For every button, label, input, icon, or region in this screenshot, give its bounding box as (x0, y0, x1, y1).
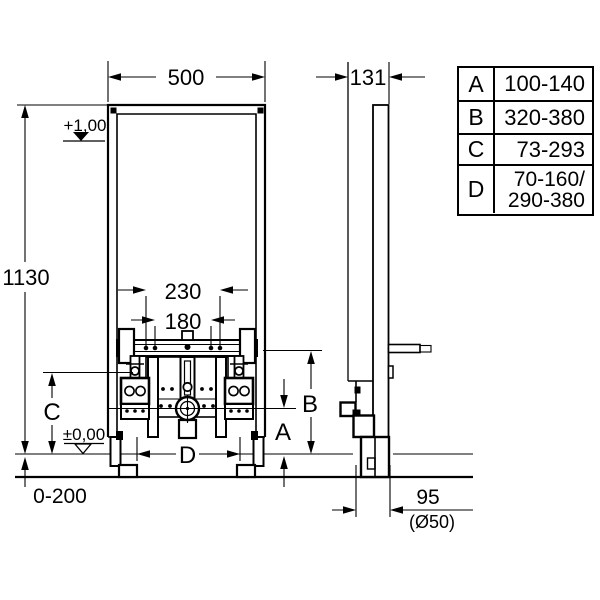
dimensions: 500 131 1130 230 180 C (2, 61, 473, 532)
table-value-d-line2: 290-380 (507, 188, 585, 212)
dim-C-label: C (43, 399, 60, 426)
dim-D-label: D (179, 442, 196, 469)
corner-bolt-left (110, 107, 117, 114)
side-foot-notch (366, 457, 376, 470)
corner-bolt-right (257, 107, 264, 114)
side-view (339, 62, 432, 479)
frame-inner (116, 113, 257, 437)
level-zero-label: ±0,00 (63, 425, 105, 444)
water-connection-box (339, 401, 357, 418)
wall-rail-end (419, 344, 432, 353)
level-triangle-open (73, 443, 93, 455)
drain-outlet-center (185, 406, 190, 411)
water-connection-plug (352, 409, 361, 418)
arrowheads (343, 506, 403, 514)
outlet-offset-label: 95 (416, 486, 439, 509)
crossbar-endcap-right (238, 327, 257, 365)
bracket-right (223, 355, 255, 420)
table-value-a: 100-140 (495, 68, 592, 102)
level-triangle-filled (73, 132, 89, 141)
table-value-b: 320-380 (495, 102, 592, 135)
leg-clamp-right (251, 431, 258, 440)
side-post (372, 104, 390, 438)
drain-outlet-inner (179, 400, 196, 417)
level-zero: ±0,00 (63, 425, 105, 455)
slot-bolt (182, 381, 193, 393)
dim-C: C (43, 371, 133, 454)
leg-clamp-left (116, 431, 123, 440)
dim-500: 500 (107, 61, 266, 102)
foot-right (235, 463, 257, 479)
mounting-bolts (143, 345, 223, 351)
dim-180: 180 (131, 309, 235, 346)
side-fitting-bolt (354, 386, 361, 394)
dim-131: 131 (316, 62, 425, 104)
outlet-diameter-label: (Ø50) (409, 512, 455, 532)
crossbar-endcap-left (117, 327, 136, 365)
dim-180-label: 180 (165, 309, 202, 334)
level-plus-1-00: +1,00 (63, 116, 107, 142)
table-key-b: B (459, 102, 495, 135)
dim-B-label: B (302, 391, 318, 418)
table-key-a: A (459, 68, 495, 102)
leg-right (252, 436, 265, 467)
center-fitting-bolt (184, 344, 191, 350)
level-top-label: +1,00 (63, 116, 106, 135)
side-lower-bracket (352, 414, 376, 439)
dim-131-label: 131 (350, 65, 387, 90)
wall-rail (387, 343, 421, 354)
dim-A-label: A (275, 419, 291, 446)
bracket-left (119, 355, 151, 420)
side-clip (387, 365, 394, 379)
dim-500-label: 500 (168, 65, 205, 90)
foot-left (117, 463, 139, 479)
table-value-c: 73-293 (495, 135, 592, 166)
leg-left (109, 436, 122, 467)
dim-1130-label: 1130 (2, 265, 49, 290)
dim-B: B (263, 349, 322, 454)
dim-230: 230 (118, 279, 248, 346)
dim-95: 95 (Ø50) (332, 465, 473, 532)
dim-D: D (136, 437, 241, 469)
frame-outer (106, 103, 267, 437)
table-value-d: 70-160/ 290-380 (495, 166, 592, 213)
table-key-c: C (459, 135, 495, 166)
center-fitting-top (181, 330, 194, 341)
dimension-table: A 100-140 B 320-380 C 73-293 D 70-160/ 2… (457, 66, 594, 216)
dim-1130: 1130 (2, 104, 107, 454)
floor-buildup-label: 0-200 (33, 485, 87, 508)
table-value-d-line1: 70-160/ (513, 167, 585, 191)
dim-A: A (275, 379, 291, 487)
arrowhead (21, 457, 29, 470)
front-view (106, 103, 296, 479)
dim-floor-buildup: 0-200 (21, 457, 87, 508)
dim-230-label: 230 (165, 279, 202, 304)
level-marks: +1,00 ±0,00 (63, 116, 107, 455)
table-key-d: D (459, 166, 495, 213)
